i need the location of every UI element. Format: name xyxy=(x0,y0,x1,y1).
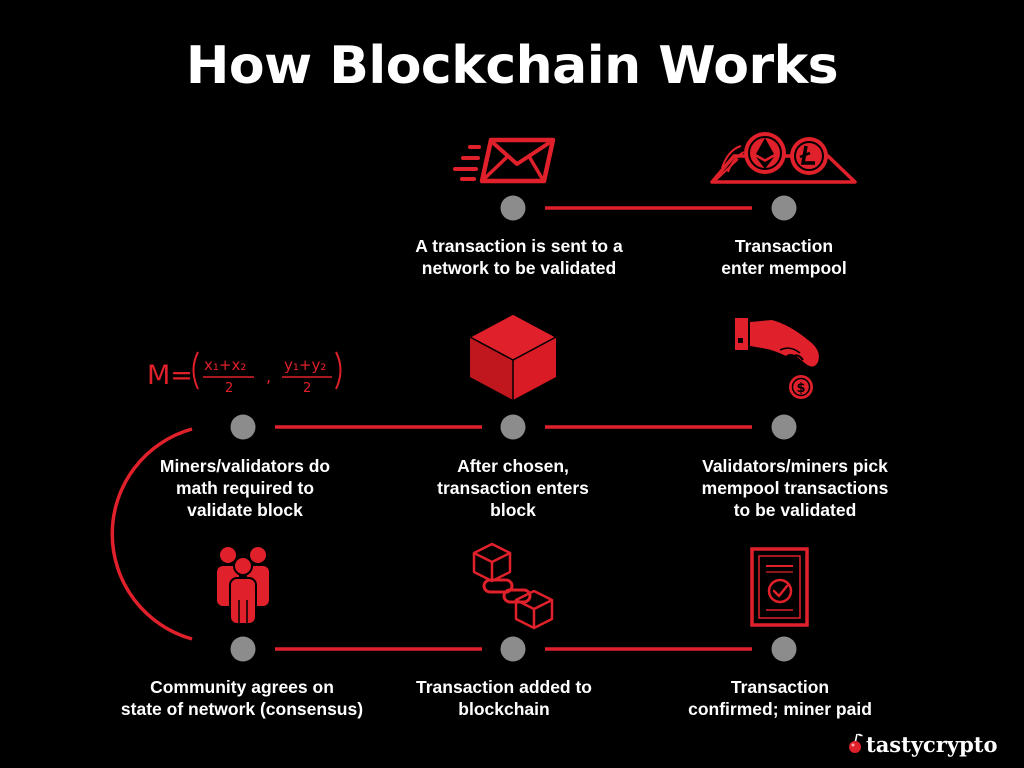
step-label-added-to-blockchain: Transaction added to blockchain xyxy=(416,677,592,719)
node-s1 xyxy=(500,195,526,221)
brand-name: tastycrypto xyxy=(866,732,998,757)
step-label-transaction-sent: A transaction is sent to a network to be… xyxy=(415,236,623,278)
formula-den1: 2 xyxy=(225,381,233,396)
nodes xyxy=(230,195,797,662)
node-s3 xyxy=(771,414,797,440)
node-s8 xyxy=(771,636,797,662)
math-formula-icon: M= x₁+x₂ 2 , y₁+y₂ 2 xyxy=(147,351,342,396)
step-label-confirmed-paid: Transaction confirmed; miner paid xyxy=(688,677,872,719)
crypto-coins-icon xyxy=(710,132,857,184)
formula-den2: 2 xyxy=(303,381,311,396)
cherry-icon xyxy=(849,733,863,753)
cube-icon xyxy=(468,313,558,400)
connector-s5-s6-arc xyxy=(110,427,193,641)
node-s5 xyxy=(230,414,256,440)
node-s2 xyxy=(771,195,797,221)
formula-sep: , xyxy=(266,367,271,386)
page-title: How Blockchain Works xyxy=(185,36,839,96)
hand-coin-icon: $ xyxy=(735,318,819,399)
formula-lhs: M= xyxy=(147,360,193,391)
node-s6 xyxy=(230,636,256,662)
brand-logo: tastycrypto xyxy=(848,731,997,759)
svg-text:$: $ xyxy=(796,381,805,396)
connectors xyxy=(110,206,752,651)
people-group-icon xyxy=(217,547,269,625)
step-label-enter-mempool: Transaction enter mempool xyxy=(721,236,847,278)
envelope-icon xyxy=(453,137,556,184)
step-label-consensus: Community agrees on state of network (co… xyxy=(120,677,364,719)
step-label-enters-block: After chosen, transaction enters block xyxy=(437,456,589,520)
chained-blocks-icon xyxy=(472,542,554,630)
step-label-validate-block: Miners/validators do math required to va… xyxy=(159,456,331,520)
step-label-pick-transactions: Validators/miners pick mempool transacti… xyxy=(701,456,889,520)
certificate-icon xyxy=(750,547,809,627)
node-s4 xyxy=(500,414,526,440)
formula-num1: x₁+x₂ xyxy=(204,356,246,374)
node-s7 xyxy=(500,636,526,662)
formula-num2: y₁+y₂ xyxy=(284,356,326,374)
